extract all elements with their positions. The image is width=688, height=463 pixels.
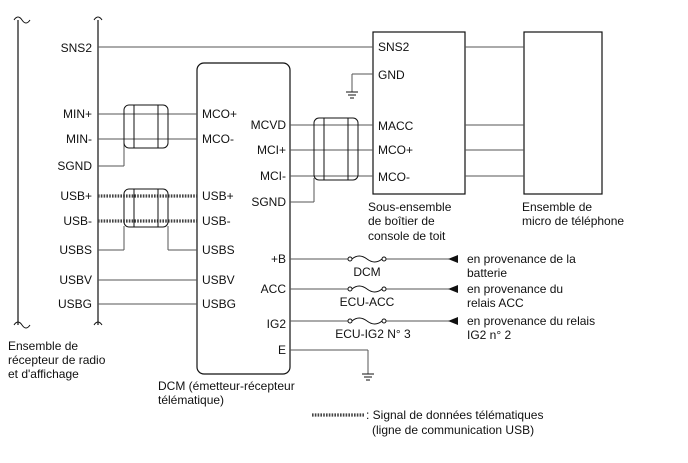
dcm-pin-usb-minus: USB-	[202, 214, 231, 228]
dcm-pin-plus-b: +B	[271, 252, 286, 266]
radio-pin-sgnd: SGND	[57, 159, 92, 173]
roof-label-line3: console de toit	[368, 229, 446, 243]
wires	[98, 46, 524, 374]
fuse-label-ecu-acc: ECU-ACC	[340, 295, 395, 309]
dcm-label-line1: DCM (émetteur-récepteur	[158, 379, 295, 393]
radio-pin-min-minus: MIN-	[66, 132, 92, 146]
source-battery-line1: en provenance de la	[467, 252, 576, 266]
dcm-pin-usbs: USBS	[202, 243, 235, 257]
roof-pin-mco-plus: MCO+	[378, 143, 413, 157]
dcm-pin-usbv: USBV	[202, 273, 235, 287]
radio-pin-usbg: USBG	[58, 297, 92, 311]
radio-pin-usbv: USBV	[59, 273, 92, 287]
roof-label-line1: Sous-ensemble	[368, 200, 452, 214]
usb-data-lines	[98, 194, 197, 223]
dcm-pin-usbg: USBG	[202, 297, 236, 311]
mic-label-line2: micro de téléphone	[522, 214, 624, 228]
power-lines	[290, 258, 458, 322]
dcm-pin-e: E	[278, 343, 286, 357]
roof-pin-sns2: SNS2	[378, 40, 410, 54]
dcm-pin-mci-minus: MCI-	[260, 169, 286, 183]
fuse-label-ecu-ig2: ECU-IG2 N° 3	[335, 327, 411, 341]
source-acc-line1: en provenance du	[467, 282, 563, 296]
radio-pin-sns2: SNS2	[61, 41, 93, 55]
radio-receiver-block	[13, 16, 103, 329]
ground-symbol-roof	[346, 91, 358, 99]
source-ig2-line2: IG2 n° 2	[467, 328, 511, 342]
radio-pin-usb-plus: USB+	[60, 189, 92, 203]
roof-pin-mco-minus: MCO-	[378, 170, 410, 184]
source-battery-line2: batterie	[467, 266, 507, 280]
roof-label-line2: de boîtier de	[368, 214, 435, 228]
microphone-block	[523, 31, 603, 195]
arrow-battery	[448, 255, 458, 263]
roof-console-block	[372, 31, 466, 195]
radio-label-line1: Ensemble de	[8, 339, 78, 353]
radio-label-line3: et d'affichage	[8, 367, 79, 381]
dcm-label-line2: télématique)	[158, 393, 224, 407]
dcm-pin-usb-plus: USB+	[202, 189, 234, 203]
dcm-pin-acc: ACC	[261, 282, 287, 296]
dcm-pin-mci-plus: MCI+	[257, 143, 286, 157]
mic-label-line1: Ensemble de	[522, 200, 592, 214]
fuse-dcm	[347, 255, 387, 263]
legend: : Signal de données télématiques (ligne …	[312, 408, 543, 437]
dcm-pin-mco-plus: MCO+	[202, 107, 237, 121]
radio-pin-min-plus: MIN+	[63, 107, 92, 121]
dcm-block	[196, 62, 291, 375]
legend-line2: (ligne de communication USB)	[372, 423, 534, 437]
radio-label-line2: récepteur de radio	[8, 353, 106, 367]
roof-pin-macc: MACC	[378, 119, 414, 133]
source-acc-line2: relais ACC	[467, 296, 524, 310]
legend-line1: : Signal de données télématiques	[366, 408, 543, 422]
fuse-ecu-acc	[347, 285, 387, 293]
dcm-pin-ig2: IG2	[267, 317, 287, 331]
arrow-acc-relay	[448, 285, 458, 293]
fuse-ecu-ig2	[347, 317, 387, 325]
radio-pin-usb-minus: USB-	[63, 214, 92, 228]
source-ig2-line1: en provenance du relais	[467, 314, 595, 328]
arrow-ig2-relay	[448, 317, 458, 325]
radio-pin-usbs: USBS	[59, 243, 92, 257]
dcm-pin-mcvd: MCVD	[251, 118, 287, 132]
dcm-pin-sgnd: SGND	[251, 195, 286, 209]
roof-pin-gnd: GND	[378, 68, 405, 82]
ground-symbol-dcm	[362, 373, 374, 381]
fuse-label-dcm: DCM	[353, 265, 380, 279]
dcm-pin-mco-minus: MCO-	[202, 132, 234, 146]
shields	[123, 104, 359, 228]
